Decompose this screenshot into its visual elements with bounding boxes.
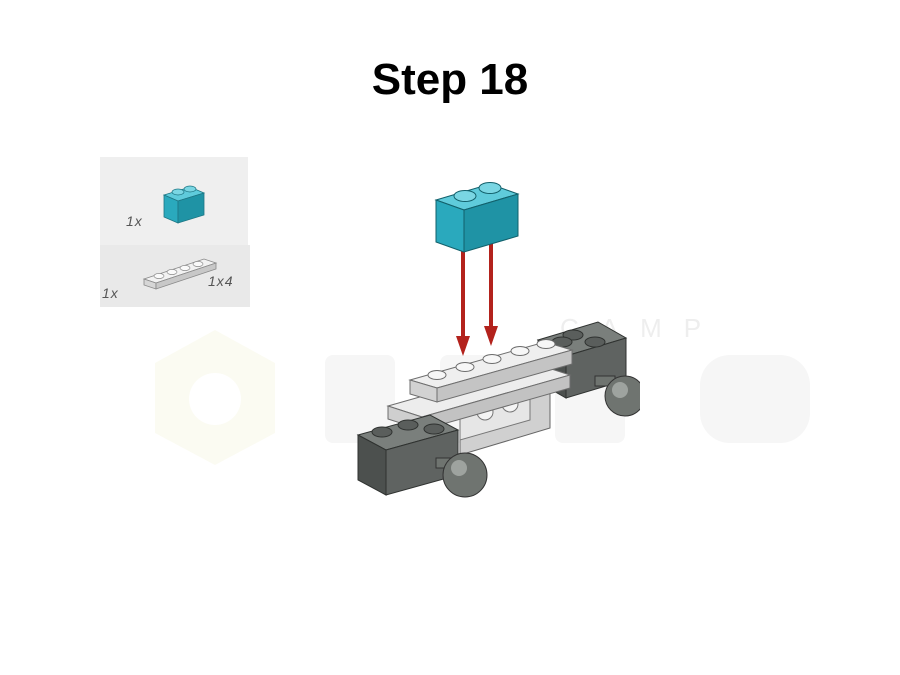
- wheel-right: [594, 375, 640, 417]
- wheel-left: [435, 452, 488, 498]
- teal-brick-part-icon: [162, 185, 206, 224]
- step-title: Step 18: [371, 55, 529, 104]
- assembly-illustration: [356, 182, 640, 498]
- parts-list-panel: 1x 1x 1x4: [100, 157, 250, 307]
- part-size-label: 1x4: [208, 273, 234, 289]
- light-plate-upper: [408, 339, 574, 403]
- dark-brick-left: [356, 414, 460, 496]
- part-quantity-plate: 1x: [102, 285, 119, 301]
- placement-arrows: [456, 242, 498, 356]
- part-quantity-brick: 1x: [126, 213, 143, 229]
- gray-plate-part-icon: [142, 258, 218, 290]
- teal-brick-new: [434, 182, 520, 253]
